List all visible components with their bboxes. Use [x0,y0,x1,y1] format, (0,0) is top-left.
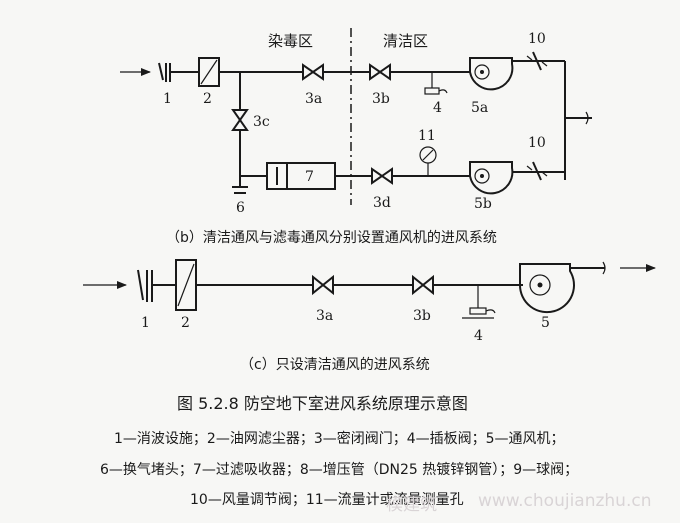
valve-3a-icon [302,63,324,81]
fan-5b-icon [469,161,514,195]
label-3a: 3a [305,91,322,107]
oil-net-filter-2 [198,57,220,87]
label-4: 4 [433,100,442,116]
oil-net-filter-2 [175,259,197,311]
blast-attenuator-1 [158,62,171,82]
valve-3c-icon [231,109,249,131]
label-5: 5 [541,315,550,331]
diagram-b: 染毒区 清洁区 [120,28,592,246]
diagram-c: 1 2 3a 3b 4 5 （c）只设清洁通风的进风系统 [83,259,656,373]
outlet-break-mark [602,261,606,275]
legend-line-2: 6—换气堵头；7—过滤吸收器；8—增压管（DN25 热镀锌钢管）；9—球阀； [100,461,578,478]
valve-3b-icon [369,63,391,81]
label-7: 7 [305,169,314,185]
outlet-break-mark [585,111,589,125]
label-3d: 3d [373,195,391,211]
label-10-bottom: 10 [528,135,546,151]
label-5b: 5b [474,196,492,212]
fan-5-icon [518,263,575,314]
watermark-logo-text: 模建筑 [386,495,437,515]
valve-3b-icon [412,274,434,296]
label-3c: 3c [253,114,270,130]
figure-title: 图 5.2.8 防空地下室进风系统原理示意图 [177,394,468,413]
watermark-url: www.choujianzhu.cn [478,491,652,511]
caption-c: （c）只设清洁通风的进风系统 [240,357,430,373]
label-3a: 3a [316,308,333,324]
gate-valve-4-icon [424,72,448,95]
blast-attenuator-1 [137,269,153,302]
legend-line-1: 1—消波设施；2—油网滤尘器；3—密闭阀门；4—插板阀；5—通风机； [114,430,565,447]
label-4: 4 [474,328,483,344]
filter-absorber-7-icon [266,162,336,190]
label-2: 2 [181,315,190,331]
label-10-top: 10 [528,31,546,47]
regulating-valve-10-bottom-icon [526,161,548,181]
valve-3d-icon [371,167,393,185]
label-6: 6 [236,200,245,216]
flowmeter-11-icon [419,146,437,176]
label-2: 2 [203,91,212,107]
label-1: 1 [163,91,172,107]
label-1: 1 [141,315,150,331]
label-5a: 5a [471,100,488,116]
fan-5a-icon [469,57,514,91]
regulating-valve-10-top-icon [526,51,548,71]
label-11: 11 [418,128,436,144]
label-3b: 3b [413,308,431,324]
caption-b: （b）清洁通风与滤毒通风分别设置通风机的进风系统 [166,230,497,246]
exchange-plug-6-icon [232,186,248,194]
gate-valve-4-icon [462,285,496,319]
valve-3a-icon [312,274,334,296]
zone-label-contaminated: 染毒区 [268,32,313,50]
label-3b: 3b [372,91,390,107]
zone-label-clean: 清洁区 [383,32,428,50]
legend-line-3: 10—风量调节阀；11—流量计或流量测量孔 [190,492,464,508]
